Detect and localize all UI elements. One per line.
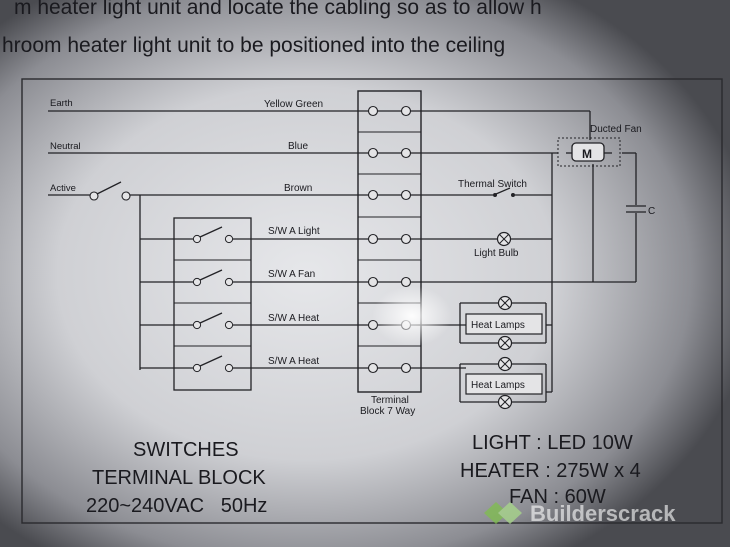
switch-heat-2 xyxy=(192,355,370,373)
active-main-switch xyxy=(89,181,131,201)
spec-heater: HEATER : 275W x 4 xyxy=(460,460,641,482)
thermal-switch xyxy=(410,187,552,197)
heat-lamps-2-label: Heat Lamps xyxy=(471,380,525,391)
motor-icon: M xyxy=(582,147,592,161)
wire-color-blue: Blue xyxy=(288,141,308,152)
terminal-block-label-2: Block 7 Way xyxy=(360,406,415,417)
heat-lamps-1-label: Heat Lamps xyxy=(471,320,525,331)
diagram-border xyxy=(21,78,723,524)
switch-label-fan: S/W A Fan xyxy=(268,269,315,280)
header-line-2: hroom heater light unit to be positioned… xyxy=(2,34,505,57)
switch-label-light: S/W A Light xyxy=(268,226,320,237)
ducted-fan xyxy=(557,137,621,167)
header-line-1: m heater light unit and locate the cabli… xyxy=(14,0,542,19)
switch-fan xyxy=(192,269,370,287)
switch-label-heat-1: S/W A Heat xyxy=(268,313,319,324)
switch-light xyxy=(192,226,370,244)
switch-heat-1 xyxy=(192,312,370,330)
terminal-block-label-1: Terminal xyxy=(371,395,409,406)
ducted-fan-label: Ducted Fan xyxy=(590,124,642,135)
earth-label: Earth xyxy=(50,98,73,109)
capacitor-label: C xyxy=(648,206,655,217)
spec-fan: FAN : 60W xyxy=(509,486,606,508)
neutral-bus xyxy=(410,152,558,392)
light-bulb-label: Light Bulb xyxy=(474,248,519,259)
terminal-block xyxy=(357,90,422,393)
footer-voltage: 220~240VAC 50Hz xyxy=(86,495,267,517)
builderscrack-logo-icon xyxy=(484,502,522,524)
fan-feed-wires xyxy=(410,152,637,283)
watermark: Builderscrack xyxy=(530,501,676,526)
thermal-switch-label: Thermal Switch xyxy=(458,179,527,190)
footer-switches: SWITCHES xyxy=(133,439,239,461)
neutral-label: Neutral xyxy=(50,141,81,152)
switch-label-heat-2: S/W A Heat xyxy=(268,356,319,367)
switch-feed-bus xyxy=(139,195,194,370)
light-bulb-icon xyxy=(410,231,552,247)
earth-to-fan-wire xyxy=(410,110,591,140)
active-label: Active xyxy=(50,183,76,194)
wire-color-brown: Brown xyxy=(284,183,312,194)
wire-color-yellow-green: Yellow Green xyxy=(264,99,323,110)
flash-glare xyxy=(372,286,452,346)
heat-lamps-2 xyxy=(410,356,552,410)
footer-terminal-block: TERMINAL BLOCK xyxy=(92,467,266,489)
switches-box xyxy=(173,217,252,391)
mains-wires xyxy=(48,110,370,196)
spec-light: LIGHT : LED 10W xyxy=(472,432,633,454)
capacitor-icon xyxy=(626,205,646,213)
